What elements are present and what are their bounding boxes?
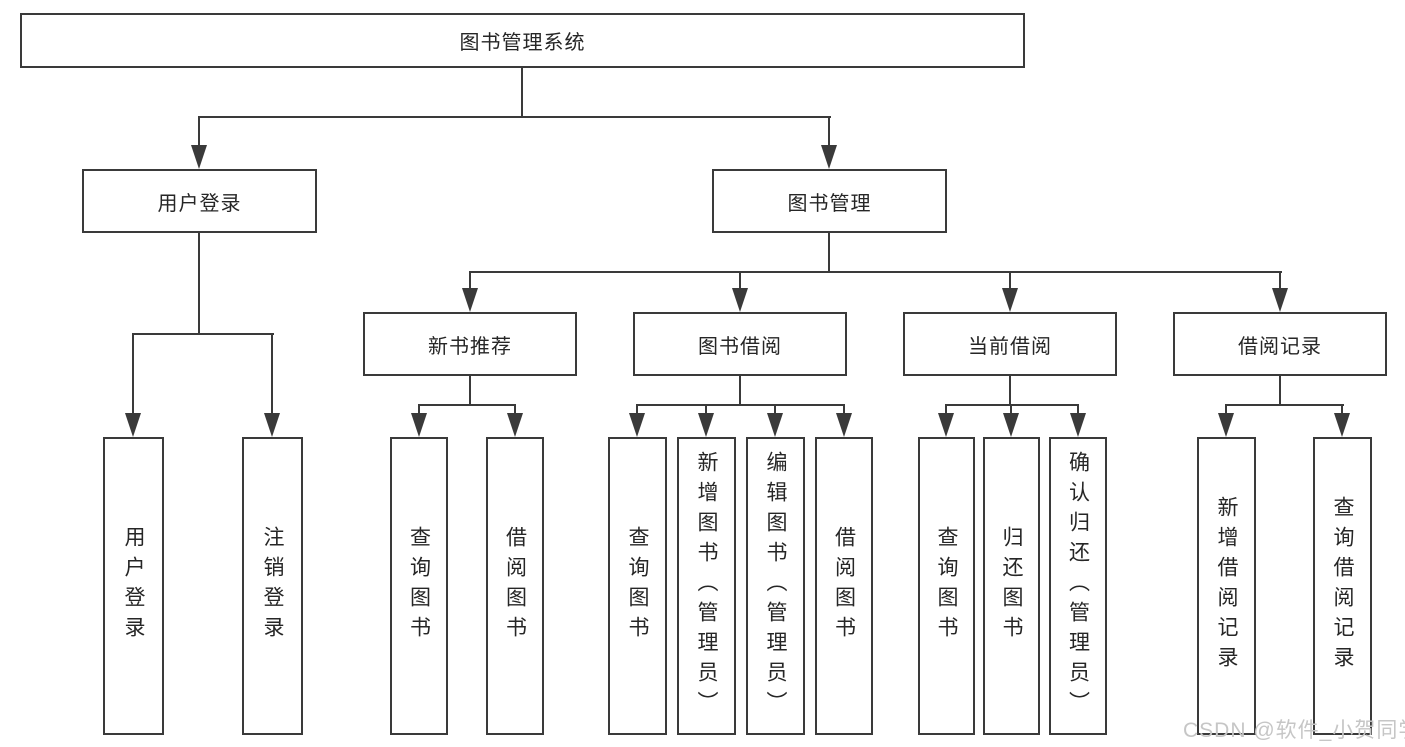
node-book-borrow: 图书借阅: [633, 312, 847, 376]
arrow-down-icon: [507, 413, 523, 437]
node-leaf-records-query: 查询借阅记录: [1313, 437, 1372, 735]
arrow-down-icon: [767, 413, 783, 437]
node-leaf-borrow-query-label: 查询图书: [626, 526, 649, 646]
node-borrow-records-label: 借阅记录: [1238, 335, 1322, 358]
connector-userlogin-vline: [198, 233, 200, 335]
connector-root-stem-right: [828, 116, 830, 147]
watermark: CSDN @软件_小贺同学: [1183, 719, 1405, 742]
node-leaf-borrow-add-label: 新增图书（管理员）: [695, 451, 718, 721]
node-user-login-label: 用户登录: [157, 192, 242, 215]
arrow-down-icon: [264, 413, 280, 437]
arrow-down-icon: [938, 413, 954, 437]
arrow-down-icon: [191, 145, 207, 169]
connector-records-stem-1: [1225, 404, 1227, 415]
connector-currentborrow-stem-3: [1077, 404, 1079, 415]
connector-bookborrow-stem-3: [774, 404, 776, 415]
node-leaf-newbooks-borrow-label: 借阅图书: [503, 526, 527, 646]
node-leaf-newbooks-borrow: 借阅图书: [486, 437, 544, 735]
node-new-books-label: 新书推荐: [428, 335, 512, 358]
node-book-mgmt: 图书管理: [712, 169, 947, 233]
node-leaf-current-query: 查询图书: [918, 437, 975, 735]
node-leaf-logout: 注销登录: [242, 437, 303, 735]
node-leaf-current-return-label: 归还图书: [1000, 526, 1023, 646]
node-leaf-records-query-label: 查询借阅记录: [1331, 496, 1354, 676]
node-leaf-borrow-edit-label: 编辑图书（管理员）: [764, 451, 787, 721]
connector-newbooks-vline: [469, 376, 471, 406]
connector-bookmgmt-stem-4: [1279, 271, 1281, 290]
arrow-down-icon: [629, 413, 645, 437]
connector-currentborrow-stem-2: [1010, 404, 1012, 415]
node-leaf-borrow-edit: 编辑图书（管理员）: [746, 437, 805, 735]
connector-records-stem-2: [1341, 404, 1343, 415]
connector-bookmgmt-stem-1: [469, 271, 471, 290]
connector-userlogin-stem-1: [132, 333, 134, 415]
arrow-down-icon: [1003, 413, 1019, 437]
arrow-down-icon: [821, 145, 837, 169]
connector-currentborrow-hline: [945, 404, 1079, 406]
connector-bookborrow-stem-2: [705, 404, 707, 415]
arrow-down-icon: [1334, 413, 1350, 437]
connector-bookmgmt-hline: [469, 271, 1282, 273]
connector-newbooks-hline: [418, 404, 516, 406]
node-leaf-newbooks-query-label: 查询图书: [407, 526, 431, 646]
connector-newbooks-stem-1: [418, 404, 420, 415]
connector-bookborrow-stem-1: [636, 404, 638, 415]
node-leaf-current-query-label: 查询图书: [935, 526, 958, 646]
node-root: 图书管理系统: [20, 13, 1025, 68]
arrow-down-icon: [1272, 288, 1288, 312]
connector-bookmgmt-stem-3: [1009, 271, 1011, 290]
connector-root-hline: [198, 116, 831, 118]
arrow-down-icon: [732, 288, 748, 312]
connector-currentborrow-stem-1: [945, 404, 947, 415]
connector-root-vline: [521, 68, 523, 118]
connector-currentborrow-vline: [1009, 376, 1011, 406]
node-book-borrow-label: 图书借阅: [698, 335, 782, 358]
connector-bookmgmt-stem-2: [739, 271, 741, 290]
node-leaf-borrow-borrow: 借阅图书: [815, 437, 873, 735]
node-leaf-logout-label: 注销登录: [261, 526, 284, 646]
node-leaf-borrow-add: 新增图书（管理员）: [677, 437, 736, 735]
node-leaf-user-login: 用户登录: [103, 437, 164, 735]
node-borrow-records: 借阅记录: [1173, 312, 1387, 376]
node-leaf-current-confirm-label: 确认归还（管理员）: [1066, 451, 1090, 721]
node-root-label: 图书管理系统: [459, 32, 586, 54]
node-leaf-borrow-borrow-label: 借阅图书: [832, 526, 856, 646]
connector-userlogin-hline: [132, 333, 274, 335]
node-new-books: 新书推荐: [363, 312, 577, 376]
node-leaf-borrow-query: 查询图书: [608, 437, 667, 735]
arrow-down-icon: [1070, 413, 1086, 437]
node-leaf-current-return: 归还图书: [983, 437, 1040, 735]
node-current-borrow: 当前借阅: [903, 312, 1117, 376]
arrow-down-icon: [1002, 288, 1018, 312]
arrow-down-icon: [125, 413, 141, 437]
connector-records-vline: [1279, 376, 1281, 406]
arrow-down-icon: [836, 413, 852, 437]
node-leaf-records-add-label: 新增借阅记录: [1215, 496, 1238, 676]
arrow-down-icon: [462, 288, 478, 312]
connector-bookborrow-hline: [636, 404, 845, 406]
node-leaf-user-login-label: 用户登录: [122, 526, 145, 646]
connector-userlogin-stem-2: [271, 333, 273, 415]
connector-bookborrow-vline: [739, 376, 741, 406]
connector-bookmgmt-vline: [828, 233, 830, 273]
arrow-down-icon: [411, 413, 427, 437]
node-current-borrow-label: 当前借阅: [968, 335, 1052, 358]
node-user-login: 用户登录: [82, 169, 317, 233]
connector-records-hline: [1225, 404, 1344, 406]
node-leaf-newbooks-query: 查询图书: [390, 437, 448, 735]
arrow-down-icon: [1218, 413, 1234, 437]
connector-newbooks-stem-2: [514, 404, 516, 415]
node-leaf-current-confirm: 确认归还（管理员）: [1049, 437, 1107, 735]
arrow-down-icon: [698, 413, 714, 437]
node-book-mgmt-label: 图书管理: [787, 192, 872, 215]
connector-bookborrow-stem-4: [843, 404, 845, 415]
node-leaf-records-add: 新增借阅记录: [1197, 437, 1256, 735]
connector-root-stem-left: [198, 116, 200, 147]
